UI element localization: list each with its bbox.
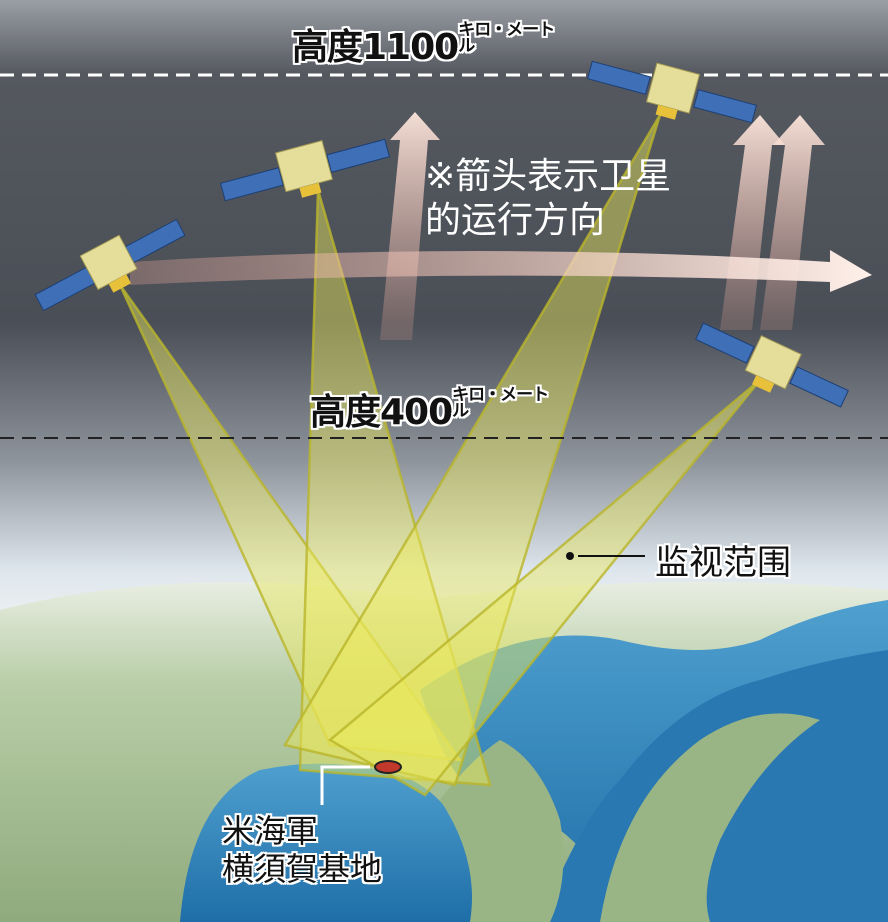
- base-line-2: 横須賀基地: [222, 850, 383, 888]
- sagami-bay-sea: [180, 763, 474, 922]
- monitoring-beams: [118, 114, 761, 797]
- altitude-1100-label: 高度1100キロ・メートル: [292, 18, 558, 70]
- altitude-1100-value: 高度1100: [292, 27, 459, 68]
- altitude-1100-unit: キロ・メートル: [458, 20, 555, 56]
- arrow-up-1: [380, 112, 440, 340]
- altitude-400-value: 高度400: [310, 392, 453, 433]
- satellite-icon: [34, 218, 186, 312]
- base-line-1: 米海軍: [222, 812, 319, 850]
- range-pointer-dot: [566, 552, 574, 560]
- beam-satellite-1: [118, 284, 463, 762]
- boso-peninsula: [600, 713, 820, 922]
- arrow-note: ※箭头表示卫星 的运行方向: [425, 155, 671, 243]
- altitude-400-label: 高度400キロ・メートル: [310, 383, 552, 435]
- satellite-icon: [586, 60, 758, 124]
- arrow-right: [130, 250, 872, 292]
- monitoring-range-label: 监视范围: [655, 543, 791, 583]
- satellite-icon: [695, 322, 849, 408]
- beam-satellite-3: [283, 114, 662, 787]
- miura-peninsula: [440, 740, 564, 922]
- base-leader-line: [320, 765, 370, 805]
- base-marker: [374, 760, 402, 774]
- note-line-2: 的运行方向: [425, 200, 606, 241]
- orbit-direction-arrows: [130, 112, 872, 340]
- yokosuka-base-label: 米海軍 横須賀基地: [222, 812, 382, 888]
- satellite-icon: [219, 138, 391, 202]
- note-line-1: ※箭头表示卫星: [425, 156, 672, 197]
- altitude-400-unit: キロ・メートル: [452, 385, 549, 421]
